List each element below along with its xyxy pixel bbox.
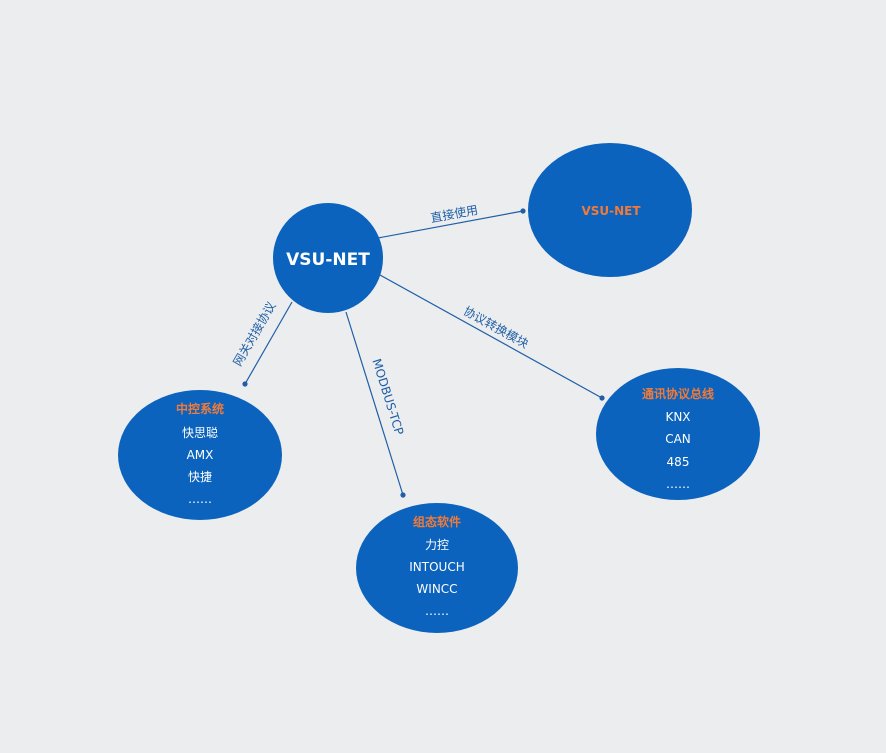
node-bus-title: 通讯协议总线 bbox=[642, 386, 714, 401]
node-control: 中控系统 快思聪 AMX 快捷 …… bbox=[118, 390, 282, 520]
node-control-item: 快捷 bbox=[188, 470, 212, 484]
link-dot-bus bbox=[599, 395, 605, 401]
link-bus bbox=[379, 274, 603, 399]
link-software bbox=[345, 311, 404, 496]
edge-label-direct: 直接使用 bbox=[429, 202, 479, 225]
node-bus-item: 485 bbox=[667, 455, 690, 469]
edge-label-control: 网关对接协议 bbox=[230, 299, 279, 369]
link-direct bbox=[377, 210, 524, 239]
node-control-item: …… bbox=[188, 492, 212, 506]
center-node-label: VSU-NET bbox=[286, 250, 370, 270]
link-control bbox=[244, 301, 293, 385]
link-dot-direct bbox=[520, 208, 526, 214]
node-bus-item: …… bbox=[666, 477, 690, 491]
node-software-item: 力控 bbox=[425, 538, 449, 552]
node-software-item: …… bbox=[425, 604, 449, 618]
edge-label-bus: 协议转换模块 bbox=[461, 303, 531, 351]
link-dot-software bbox=[400, 492, 406, 498]
node-control-title: 中控系统 bbox=[176, 401, 224, 416]
node-direct: VSU-NET bbox=[528, 143, 692, 277]
edge-label-software: MODBUS-TCP bbox=[369, 357, 406, 437]
node-bus-item: CAN bbox=[665, 432, 691, 446]
node-software-item: WINCC bbox=[416, 582, 457, 596]
node-bus: 通讯协议总线 KNX CAN 485 …… bbox=[596, 368, 760, 500]
node-control-item: AMX bbox=[187, 448, 214, 462]
center-node: VSU-NET bbox=[273, 203, 383, 313]
node-control-item: 快思聪 bbox=[182, 426, 218, 440]
node-software-title: 组态软件 bbox=[413, 514, 461, 529]
node-software: 组态软件 力控 INTOUCH WINCC …… bbox=[356, 503, 518, 633]
node-software-item: INTOUCH bbox=[409, 560, 464, 574]
node-bus-item: KNX bbox=[665, 410, 690, 424]
node-direct-title: VSU-NET bbox=[581, 204, 641, 218]
link-dot-control bbox=[242, 381, 248, 387]
